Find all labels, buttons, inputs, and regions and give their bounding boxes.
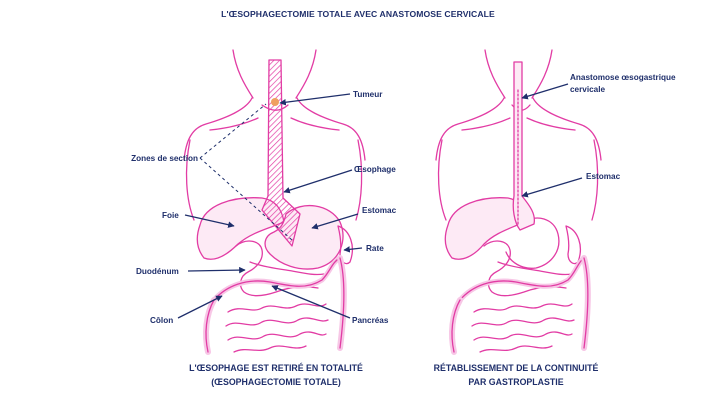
left-label-pancreas: Pancréas [271,285,389,325]
right-label-anastomose: Anastomose œsogastrique cervicale [521,73,676,100]
left-label-zones-section: Zones de section [131,103,293,241]
left-caption-line1: L'ŒSOPHAGE EST RETIRÉ EN TOTALITÉ [189,363,363,373]
left-label-estomac: Estomac [311,206,397,230]
label-zones-section: Zones de section [131,154,198,163]
label-colon: Côlon [150,316,173,325]
left-label-rate: Rate [343,244,384,253]
left-label-oesophage: Œsophage [283,165,396,194]
label-oesophage: Œsophage [354,165,396,174]
label-tumeur: Tumeur [353,90,383,99]
right-caption-line1: RÉTABLISSEMENT DE LA CONTINUITÉ [434,363,599,373]
left-label-colon: Côlon [150,295,223,325]
left-label-foie: Foie [162,211,235,228]
left-caption-line2: (ŒSOPHAGECTOMIE TOTALE) [211,377,341,387]
right-caption-line2: PAR GASTROPLASTIE [468,377,563,387]
left-label-tumeur: Tumeur [279,90,383,106]
label-rate: Rate [366,244,384,253]
label-anastomose-line2: cervicale [570,85,606,94]
label-duodenum: Duodénum [136,267,179,276]
right-anatomy-figure [435,49,602,355]
label-pancreas: Pancréas [352,316,389,325]
label-foie: Foie [162,211,179,220]
diagram-title: L'ŒSOPHAGECTOMIE TOTALE AVEC ANASTOMOSE … [221,9,495,19]
label-estomac-right: Estomac [586,172,621,181]
left-anatomy-figure [183,49,366,355]
label-estomac: Estomac [362,206,397,215]
right-label-estomac: Estomac [521,172,621,198]
label-anastomose-line1: Anastomose œsogastrique [570,73,676,82]
left-label-duodenum: Duodénum [136,266,246,276]
